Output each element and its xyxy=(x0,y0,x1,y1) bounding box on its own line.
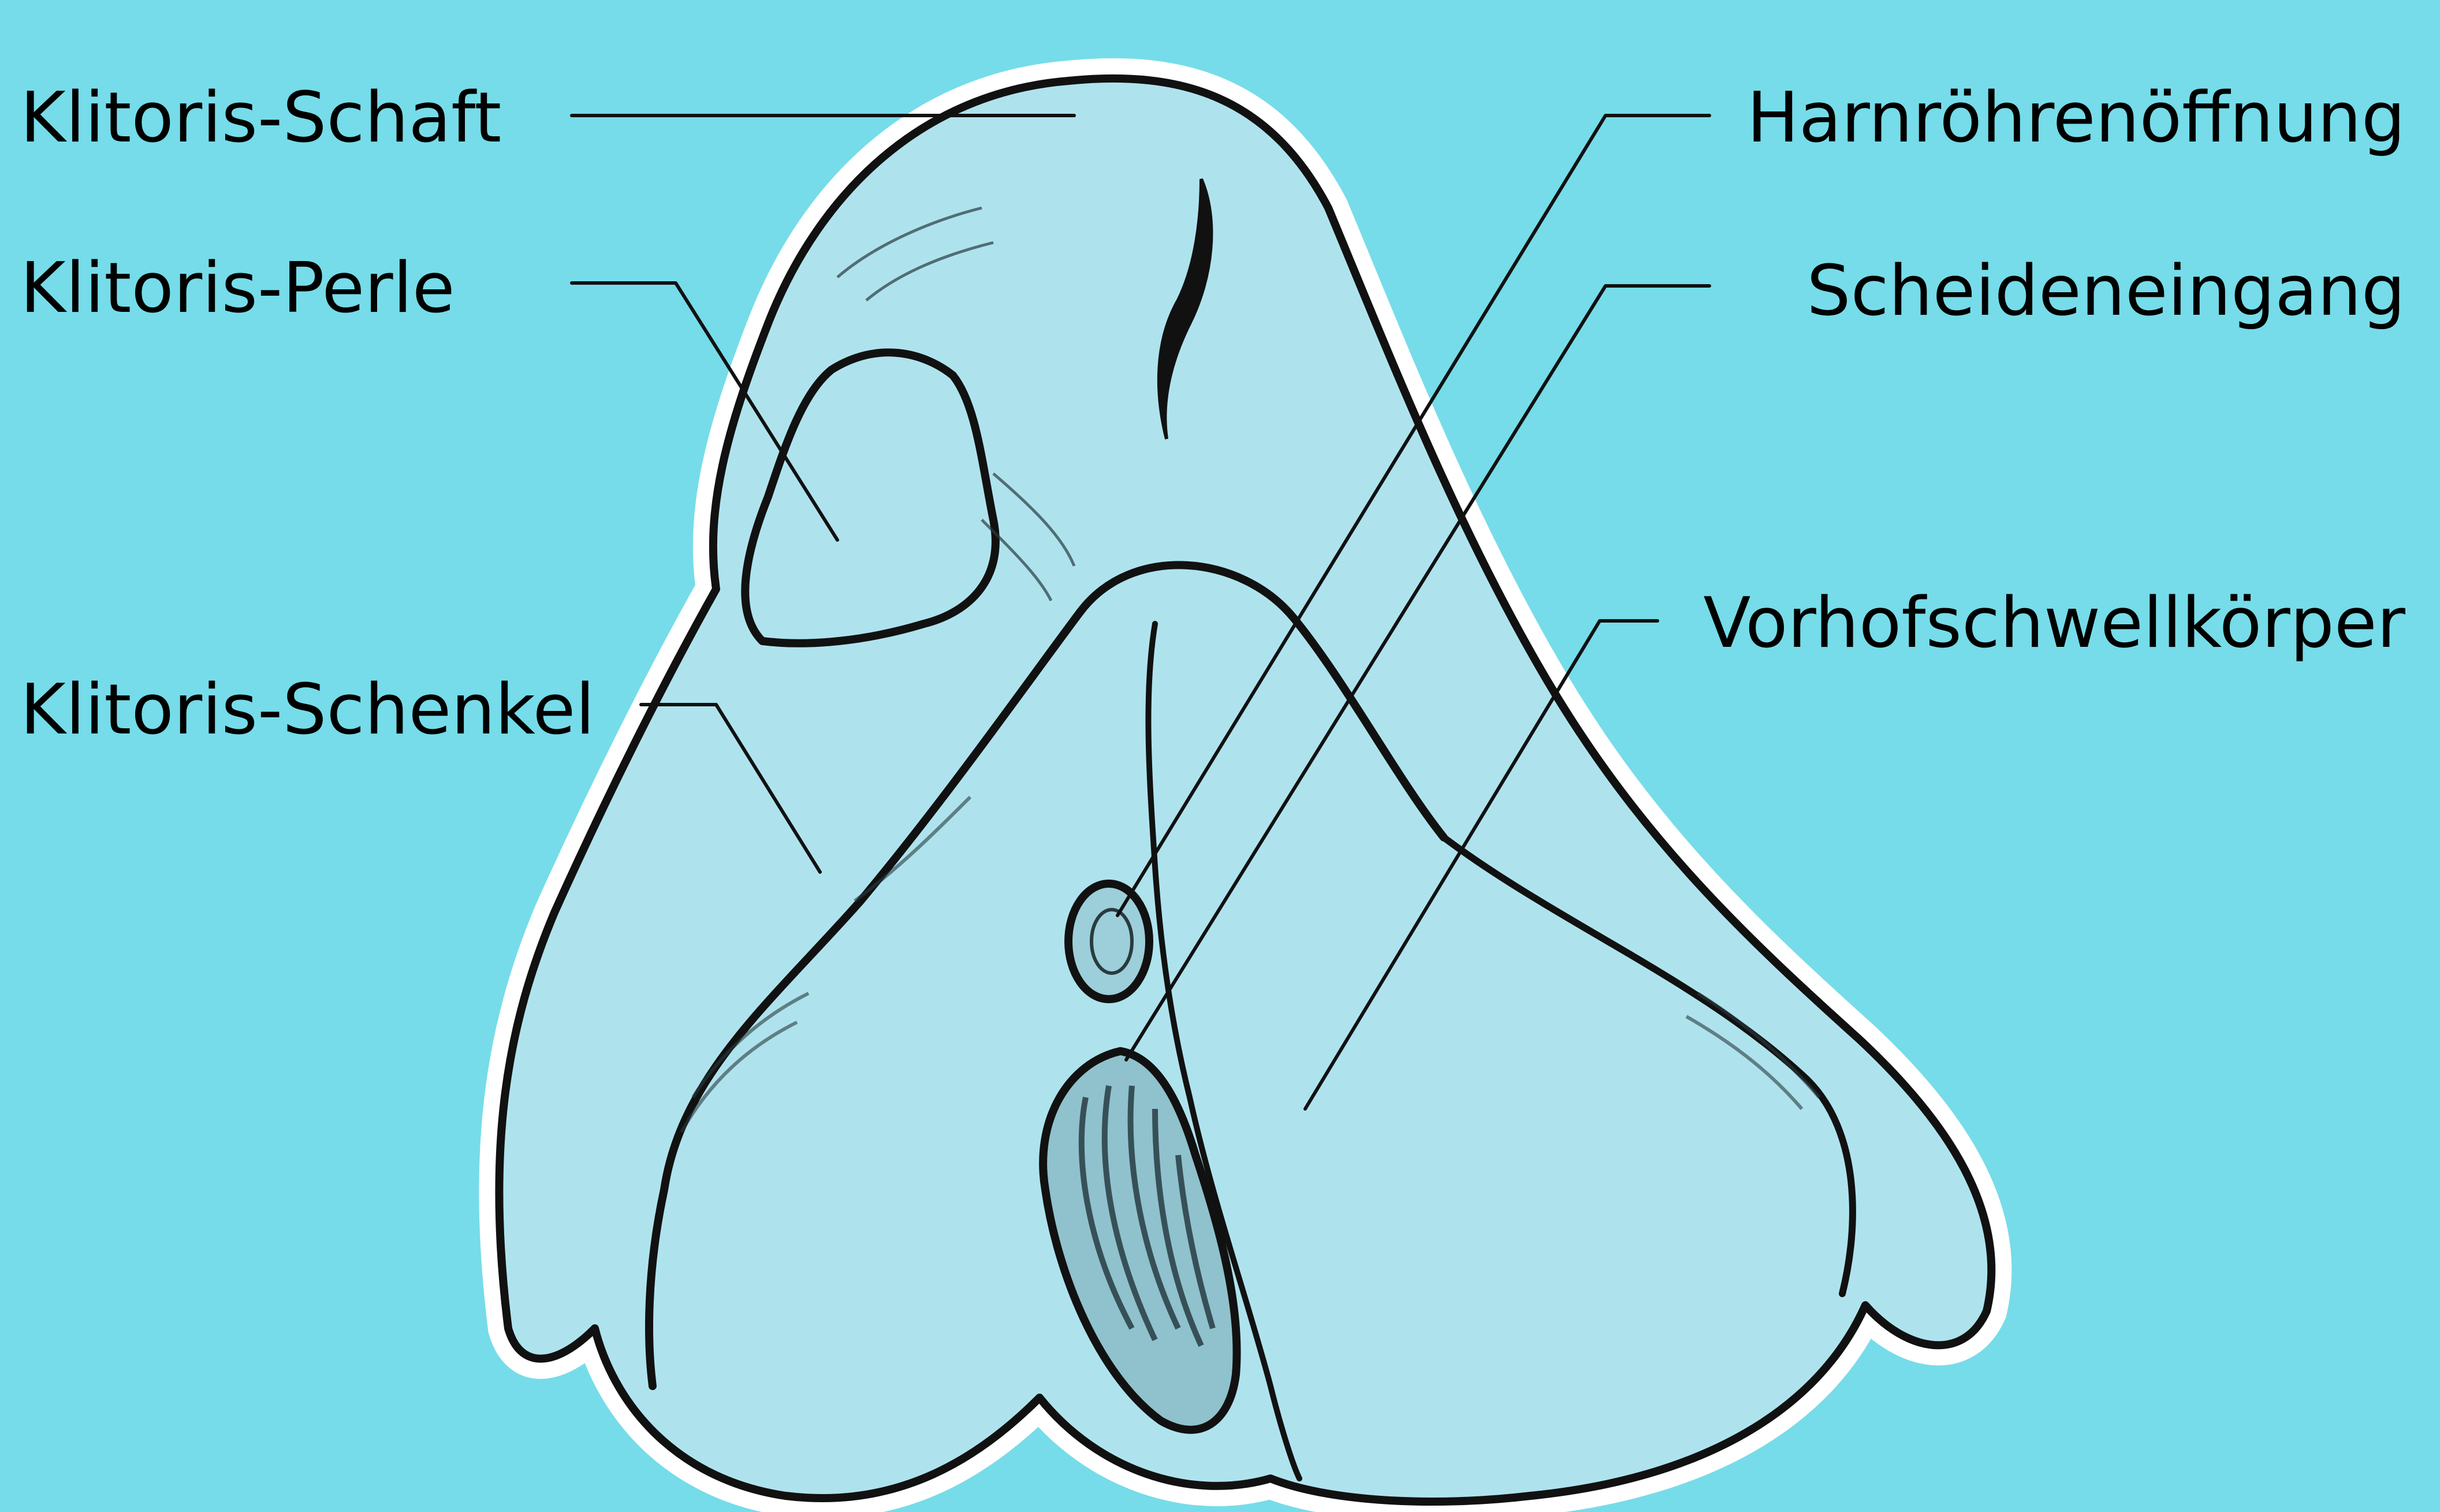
urethral-opening xyxy=(1068,884,1149,999)
label-vorhofschwellkoerper: Vorhofschwellkörper xyxy=(1703,583,2405,664)
label-harnroehrenoeffnung: Harnröhrenöffnung xyxy=(1747,78,2405,159)
label-klitoris-schenkel: Klitoris-Schenkel xyxy=(20,670,595,751)
label-klitoris-schaft: Klitoris-Schaft xyxy=(20,78,501,159)
label-klitoris-perle: Klitoris-Perle xyxy=(20,248,455,329)
label-scheideneingang: Scheideneingang xyxy=(1806,251,2405,332)
